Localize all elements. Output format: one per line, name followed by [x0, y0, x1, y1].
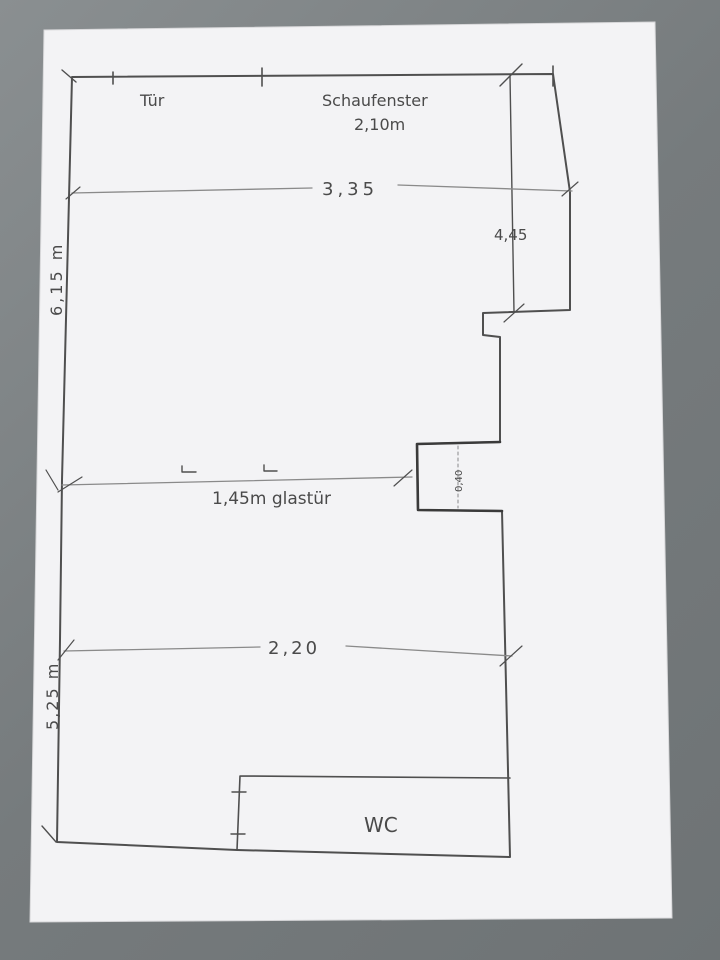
dim-tick-lower-left	[57, 639, 75, 661]
label-door: Tür	[139, 91, 165, 110]
dim-tick-lower-right	[499, 645, 523, 667]
label-height-right: 4,45	[494, 226, 527, 244]
label-shop-window: Schaufenster	[322, 91, 428, 110]
label-wc: WC	[364, 813, 398, 837]
label-glass-door: 1,45m glastür	[212, 489, 331, 509]
dim-tick-top-right	[561, 181, 579, 197]
corner-tick-top-right	[499, 63, 523, 87]
paper-sheet	[29, 21, 673, 923]
shop-window-inner-line	[509, 75, 515, 313]
wc-room-outline	[236, 775, 511, 851]
dim-line-lower-2	[345, 645, 513, 657]
dim-tick-glass-left	[57, 476, 83, 493]
dim-line-top-2	[397, 184, 573, 192]
dim-line-top	[71, 187, 313, 194]
dim-line-lower	[63, 646, 261, 652]
label-width-lower: 2,20	[268, 638, 320, 659]
dim-tick-glass-right	[393, 469, 413, 487]
corner-tick-top-left	[61, 69, 77, 83]
label-width-top: 3,35	[322, 179, 378, 200]
glass-door-recess	[415, 440, 504, 513]
glass-door-mark-2	[263, 464, 278, 472]
dim-line-glass	[61, 476, 413, 486]
label-shop-window-width: 2,10m	[354, 115, 405, 134]
glass-door-mark-1	[181, 465, 197, 473]
label-height-left-lower: 5,25 m	[43, 662, 62, 730]
corner-tick-bottom-left	[41, 825, 57, 843]
dim-tick-right-bottom	[503, 303, 525, 323]
label-pillar: 0,40	[454, 470, 465, 492]
dim-tick-top-left	[65, 186, 81, 200]
label-height-left-upper: 6,15 m	[47, 242, 66, 316]
dim-tick-glass-far	[45, 469, 59, 491]
